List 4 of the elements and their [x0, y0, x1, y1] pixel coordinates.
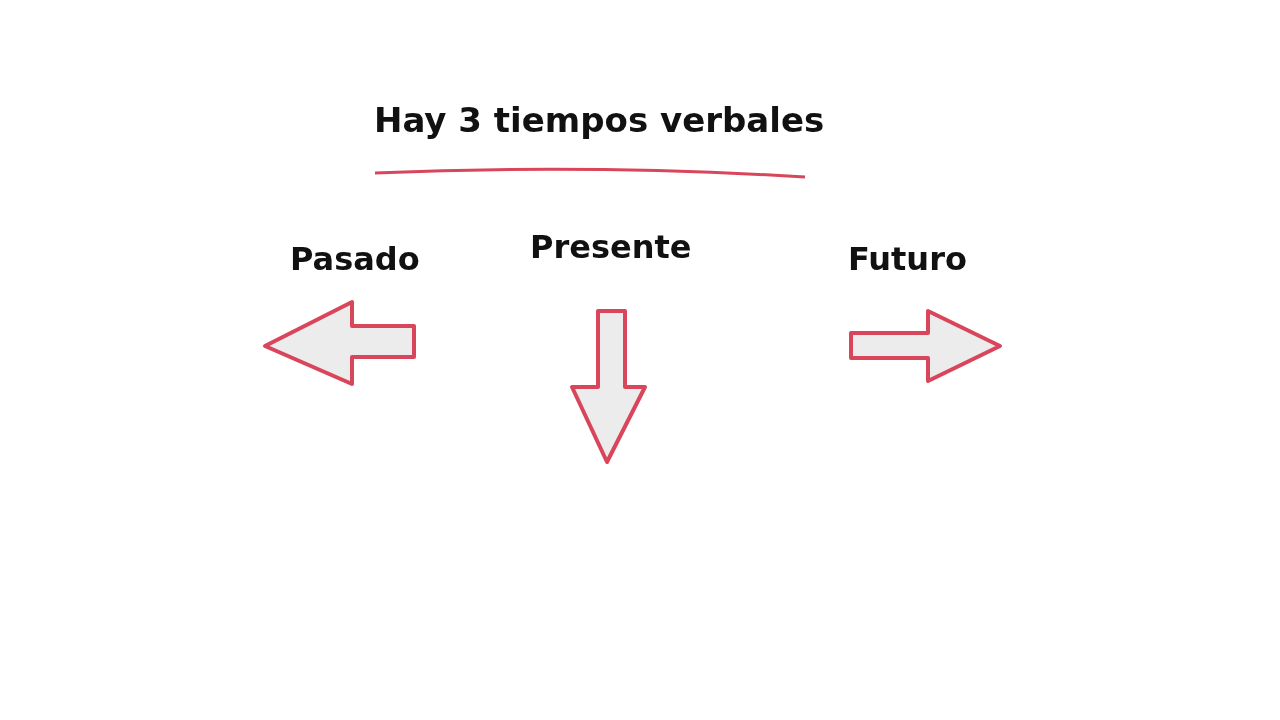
tense-label: Presente [530, 228, 692, 266]
tense-label: Pasado [290, 240, 420, 278]
title: Hay 3 tiempos verbales [374, 100, 825, 140]
tense-label: Futuro [848, 240, 967, 278]
